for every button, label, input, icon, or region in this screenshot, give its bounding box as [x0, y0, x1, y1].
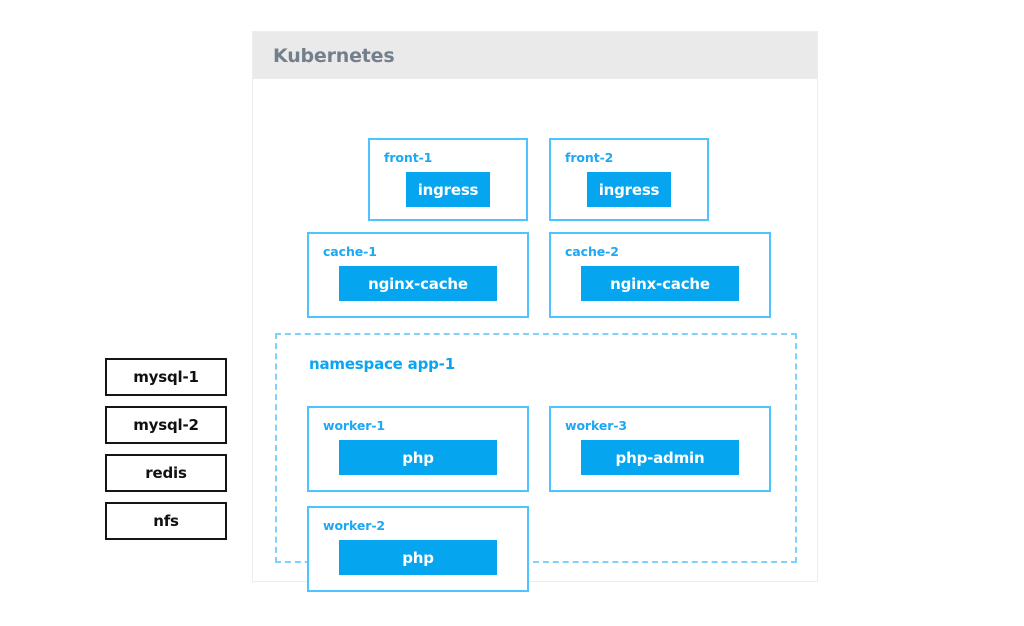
external-node-redis[interactable]: redis — [105, 454, 227, 492]
node-card-title: front-2 — [565, 150, 614, 165]
external-node-mysql-2[interactable]: mysql-2 — [105, 406, 227, 444]
pod-ingress[interactable]: ingress — [587, 172, 671, 207]
node-card-title: worker-2 — [323, 518, 386, 533]
external-node-label: mysql-2 — [133, 416, 199, 434]
external-node-mysql-1[interactable]: mysql-1 — [105, 358, 227, 396]
pod-nginx-cache[interactable]: nginx-cache — [339, 266, 497, 301]
node-card-worker-3[interactable]: worker-3 php-admin — [549, 406, 771, 492]
namespace-label: namespace app-1 — [309, 355, 455, 373]
pod-php[interactable]: php — [339, 440, 497, 475]
external-node-label: nfs — [153, 512, 179, 530]
external-node-label: mysql-1 — [133, 368, 199, 386]
external-node-label: redis — [145, 464, 187, 482]
pod-label: ingress — [598, 180, 660, 199]
pod-label: php — [402, 548, 434, 567]
pod-label: php-admin — [615, 448, 705, 467]
pod-label: nginx-cache — [368, 274, 468, 293]
node-card-cache-2[interactable]: cache-2 nginx-cache — [549, 232, 771, 318]
node-card-front-1[interactable]: front-1 ingress — [368, 138, 528, 221]
node-card-title: worker-1 — [323, 418, 386, 433]
pod-php-admin[interactable]: php-admin — [581, 440, 739, 475]
external-services-group: mysql-1 mysql-2 redis nfs — [105, 358, 227, 550]
pod-label: nginx-cache — [610, 274, 710, 293]
cluster-body: front-1 ingress front-2 ingress cache-1 … — [253, 79, 817, 592]
namespace-region-app-1: namespace app-1 — [275, 333, 797, 563]
pod-label: php — [402, 448, 434, 467]
node-card-worker-1[interactable]: worker-1 php — [307, 406, 529, 492]
kubernetes-cluster-container: Kubernetes front-1 ingress front-2 ingre… — [252, 31, 818, 592]
node-card-title: cache-1 — [323, 244, 377, 259]
node-card-cache-1[interactable]: cache-1 nginx-cache — [307, 232, 529, 318]
cluster-title: Kubernetes — [273, 44, 395, 67]
pod-php[interactable]: php — [339, 540, 497, 575]
pod-label: ingress — [417, 180, 479, 199]
node-card-front-2[interactable]: front-2 ingress — [549, 138, 709, 221]
external-node-nfs[interactable]: nfs — [105, 502, 227, 540]
node-card-worker-2[interactable]: worker-2 php — [307, 506, 529, 592]
pod-ingress[interactable]: ingress — [406, 172, 490, 207]
node-card-title: worker-3 — [565, 418, 628, 433]
cluster-header: Kubernetes — [253, 32, 817, 79]
node-card-title: cache-2 — [565, 244, 619, 259]
node-card-title: front-1 — [384, 150, 433, 165]
pod-nginx-cache[interactable]: nginx-cache — [581, 266, 739, 301]
